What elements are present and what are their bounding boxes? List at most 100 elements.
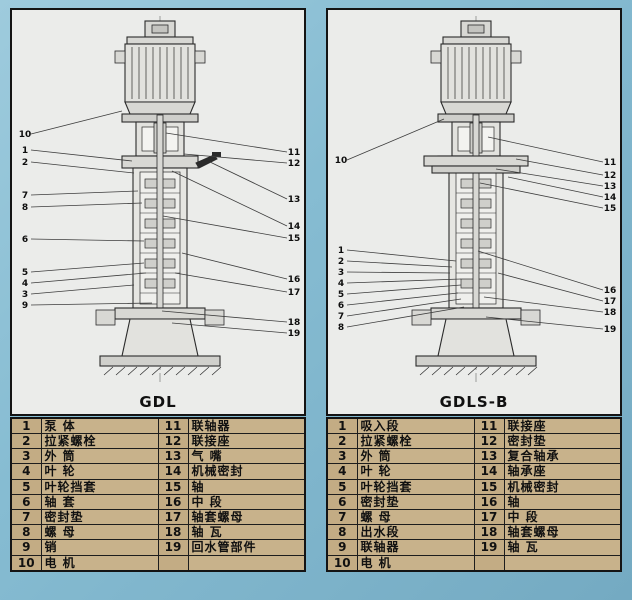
part-name-cell: 密封垫 <box>503 432 622 450</box>
part-name-cell <box>503 554 622 571</box>
callout-leader-line <box>507 176 604 198</box>
callout-number: 13 <box>604 182 617 192</box>
callout-leader-line <box>174 272 288 293</box>
part-name-cell: 泵 体 <box>40 417 159 434</box>
part-number-cell: 19 <box>157 539 189 556</box>
callout-number: 12 <box>604 171 617 181</box>
callout-number: 9 <box>22 301 28 311</box>
part-name-cell: 中 段 <box>187 493 306 510</box>
part-number-cell: 12 <box>157 432 189 450</box>
callout-leader-line <box>30 190 139 196</box>
callout-leader-line <box>161 310 288 323</box>
part-name-cell: 复合轴承 <box>503 448 622 465</box>
part-number-cell: 2 <box>10 432 42 450</box>
air-nozzle-lever <box>195 152 221 169</box>
callout-leader-line <box>515 158 604 176</box>
callout-number: 14 <box>288 222 301 232</box>
part-name-cell: 机械密封 <box>187 463 306 480</box>
part-name-cell: 螺 母 <box>40 524 159 541</box>
part-number-cell: 13 <box>473 448 505 465</box>
part-name-cell: 联轴器 <box>187 417 306 434</box>
part-name-cell: 机械密封 <box>503 478 622 495</box>
callout-number: 19 <box>604 325 617 335</box>
callout-leader-line <box>30 110 123 135</box>
callout-number: 18 <box>288 318 301 328</box>
callout-leader-line <box>30 149 133 162</box>
callout-leader-line <box>497 272 604 302</box>
callout-leader-line <box>30 284 135 295</box>
part-name-cell <box>187 554 306 571</box>
callout-leader-line <box>30 161 135 174</box>
part-name-cell: 螺 母 <box>356 508 475 526</box>
part-name-cell: 轴 套 <box>40 493 159 510</box>
part-number-cell: 17 <box>157 508 189 526</box>
part-number-cell: 7 <box>326 508 358 526</box>
callout-number: 16 <box>288 275 301 285</box>
part-name-cell: 出水段 <box>356 524 475 541</box>
part-number-cell: 19 <box>473 539 505 556</box>
part-name-cell: 联轴器 <box>356 539 475 556</box>
callout-number: 8 <box>338 323 344 333</box>
part-number-cell: 1 <box>326 417 358 434</box>
callout-leader-line <box>183 153 288 164</box>
part-number-cell: 6 <box>10 493 42 510</box>
callout-leader-line <box>30 262 145 273</box>
callout-leader-line <box>30 202 143 208</box>
callout-leader-line <box>479 182 604 209</box>
part-number-cell: 9 <box>326 539 358 556</box>
callout-number: 8 <box>22 203 28 213</box>
part-name-cell: 轴承座 <box>503 463 622 480</box>
callout-number: 4 <box>338 279 344 289</box>
part-name-cell: 中 段 <box>503 508 622 526</box>
callout-leader-line <box>346 260 453 268</box>
callout-number: 11 <box>604 158 617 168</box>
callout-number: 17 <box>604 297 617 307</box>
part-name-cell: 吸入段 <box>356 417 475 434</box>
part-number-cell: 8 <box>10 524 42 541</box>
part-number-cell: 15 <box>157 478 189 495</box>
part-name-cell: 拉紧螺栓 <box>40 432 159 450</box>
callout-number: 2 <box>338 257 344 267</box>
callout-number: 2 <box>22 158 28 168</box>
callout-number: 3 <box>22 290 28 300</box>
callout-leader-line <box>485 316 604 330</box>
callout-number: 18 <box>604 308 617 318</box>
callout-number: 10 <box>19 130 32 140</box>
callout-number: 10 <box>335 156 348 166</box>
part-number-cell: 4 <box>10 463 42 480</box>
callout-number: 12 <box>288 159 301 169</box>
callout-leader-line <box>346 249 457 262</box>
gdl-diagram-label: GDL <box>139 393 177 411</box>
part-name-cell: 回水管部件 <box>187 539 306 556</box>
part-number-cell: 5 <box>10 478 42 495</box>
part-name-cell: 轴 <box>503 493 622 510</box>
gdlsb-diagram-label: GDLS-B <box>439 393 509 411</box>
part-number-cell: 17 <box>473 508 505 526</box>
part-number-cell: 16 <box>473 493 505 510</box>
part-name-cell: 密封垫 <box>40 508 159 526</box>
callout-number: 4 <box>22 279 28 289</box>
part-name-cell: 轴套螺母 <box>187 508 306 526</box>
callout-leader-line <box>487 136 604 163</box>
callout-leader-line <box>171 170 288 227</box>
part-name-cell: 轴 <box>187 478 306 495</box>
part-name-cell: 叶轮挡套 <box>40 478 159 495</box>
part-number-cell <box>473 554 505 571</box>
callout-leader-line <box>181 252 288 280</box>
callout-leader-line <box>346 284 462 295</box>
callout-leader-line <box>346 306 465 328</box>
